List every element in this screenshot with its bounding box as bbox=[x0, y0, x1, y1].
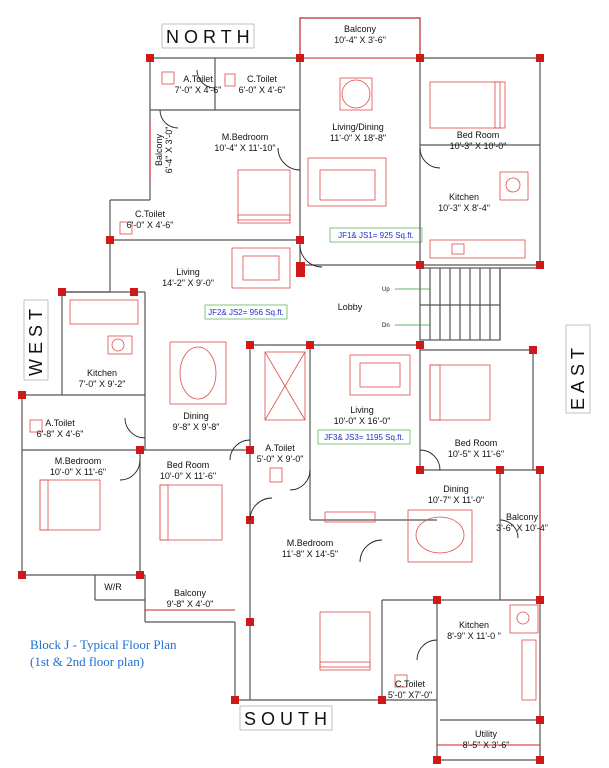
plan-title-line2: (1st & 2nd floor plan) bbox=[30, 654, 145, 669]
room-name-lobby: Lobby bbox=[338, 302, 363, 312]
direction-north: NORTH bbox=[166, 27, 255, 47]
staircase: Up Dn bbox=[382, 267, 501, 341]
room-name-atoilet3: A.Toilet bbox=[265, 443, 295, 453]
doors bbox=[119, 69, 519, 661]
room-name-dining3: Dining bbox=[443, 484, 469, 494]
room-size-kitchen1: 10'-3" X 8'-4" bbox=[438, 203, 490, 213]
room-name-wr: W/R bbox=[104, 582, 122, 592]
room-name-mbedroom3: M.Bedroom bbox=[287, 538, 334, 548]
room-size-atoilet3: 5'-0" X 9'-0" bbox=[257, 454, 304, 464]
room-name-dining2: Dining bbox=[183, 411, 209, 421]
room-name-living2: Living bbox=[176, 267, 200, 277]
room-name-bedroom2: Bed Room bbox=[167, 460, 210, 470]
plan-title: Block J - Typical Floor Plan (1st & 2nd … bbox=[30, 636, 220, 670]
area-jf2: JF2& JS2= 956 Sq.ft. bbox=[208, 308, 284, 317]
room-size-ctoilet2: 6'-0" X 4'-6" bbox=[127, 220, 174, 230]
room-name-bedroom1: Bed Room bbox=[457, 130, 500, 140]
stair-down-label: Dn bbox=[382, 323, 390, 329]
room-size-kitchen2: 7'-0" X 9'-2" bbox=[79, 379, 126, 389]
room-size-atoilet2: 6'-8" X 4'-6" bbox=[37, 429, 84, 439]
room-name-kitchen1: Kitchen bbox=[449, 192, 479, 202]
room-name-living3: Living bbox=[350, 405, 374, 415]
compass-labels: NORTH SOUTH WEST EAST bbox=[23, 23, 591, 731]
room-size-mbedroom3: 11'-8" X 14'-5" bbox=[282, 549, 338, 559]
room-size-atoilet1: 7'-0" X 4'-6" bbox=[175, 85, 222, 95]
area-jf3: JF3& JS3= 1195 Sq.ft. bbox=[324, 433, 404, 442]
room-name-mbedroom2: M.Bedroom bbox=[55, 456, 102, 466]
room-name-atoilet2: A.Toilet bbox=[45, 418, 75, 428]
stair-up-label: Up bbox=[382, 287, 390, 293]
room-name-bedroom3: Bed Room bbox=[455, 438, 498, 448]
room-name-atoilet1: A.Toilet bbox=[183, 74, 213, 84]
room-size-dining3: 10'-7" X 11'-0" bbox=[428, 495, 484, 505]
plan-title-line1: Block J - Typical Floor Plan bbox=[30, 637, 177, 652]
room-name-kitchen3: Kitchen bbox=[459, 620, 489, 630]
room-size-kitchen3: 8'-9" X 11'-0 " bbox=[447, 631, 501, 641]
room-size-living3: 10'-0" X 16'-0" bbox=[334, 416, 391, 426]
room-size-dining2: 9'-8" X 9'-8" bbox=[173, 422, 220, 432]
room-name-balcony-left: Balcony bbox=[154, 133, 164, 166]
room-size-bedroom1: 10'-3" X 10'-0" bbox=[450, 141, 507, 151]
room-name-ctoilet1: C.Toilet bbox=[247, 74, 278, 84]
room-size-mbedroom2: 10'-0" X 11'-6" bbox=[50, 467, 106, 477]
room-size-bedroom2: 10'-0" X 11'-6" bbox=[160, 471, 216, 481]
room-name-balcony-top: Balcony bbox=[344, 24, 377, 34]
room-name-living-dining1: Living/Dining bbox=[332, 122, 384, 132]
room-size-living-dining1: 11'-0" X 18'-8" bbox=[330, 133, 386, 143]
room-name-kitchen2: Kitchen bbox=[87, 368, 117, 378]
room-size-ctoilet3: 5'-0" X7'-0" bbox=[388, 690, 432, 700]
room-size-ctoilet1: 6'-0" X 4'-6" bbox=[239, 85, 286, 95]
room-name-utility: Utility bbox=[475, 729, 497, 739]
room-labels: Balcony 10'-4" X 3'-6" A.Toilet 7'-0" X … bbox=[37, 24, 548, 750]
room-name-mbedroom1: M.Bedroom bbox=[222, 132, 269, 142]
room-size-balcony-left: 6'-4" X 3'-0" bbox=[164, 127, 174, 174]
room-size-living2: 14'-2" X 9'-0" bbox=[162, 278, 214, 288]
room-size-balcony-bottom: 9'-8" X 4'-0" bbox=[167, 599, 214, 609]
room-name-ctoilet3: C.Toilet bbox=[395, 679, 426, 689]
columns bbox=[18, 54, 544, 764]
room-name-balcony-bottom: Balcony bbox=[174, 588, 207, 598]
direction-east: EAST bbox=[568, 343, 588, 410]
room-size-balcony-right: 3'-6" X 10'-4" bbox=[496, 523, 548, 533]
area-jf1: JF1& JS1= 925 Sq.ft. bbox=[338, 231, 414, 240]
furniture bbox=[29, 71, 539, 701]
room-size-mbedroom1: 10'-4" X 11'-10" bbox=[214, 143, 275, 153]
room-size-balcony-top: 10'-4" X 3'-6" bbox=[334, 35, 386, 45]
room-name-ctoilet2: C.Toilet bbox=[135, 209, 166, 219]
direction-west: WEST bbox=[26, 304, 46, 376]
room-size-bedroom3: 10'-5" X 11'-6" bbox=[448, 449, 504, 459]
room-name-balcony-right: Balcony bbox=[506, 512, 539, 522]
room-size-utility: 8'-5" X 3'-6" bbox=[463, 740, 510, 750]
direction-south: SOUTH bbox=[244, 709, 332, 729]
area-labels: JF1& JS1= 925 Sq.ft. JF2& JS2= 956 Sq.ft… bbox=[204, 227, 423, 445]
